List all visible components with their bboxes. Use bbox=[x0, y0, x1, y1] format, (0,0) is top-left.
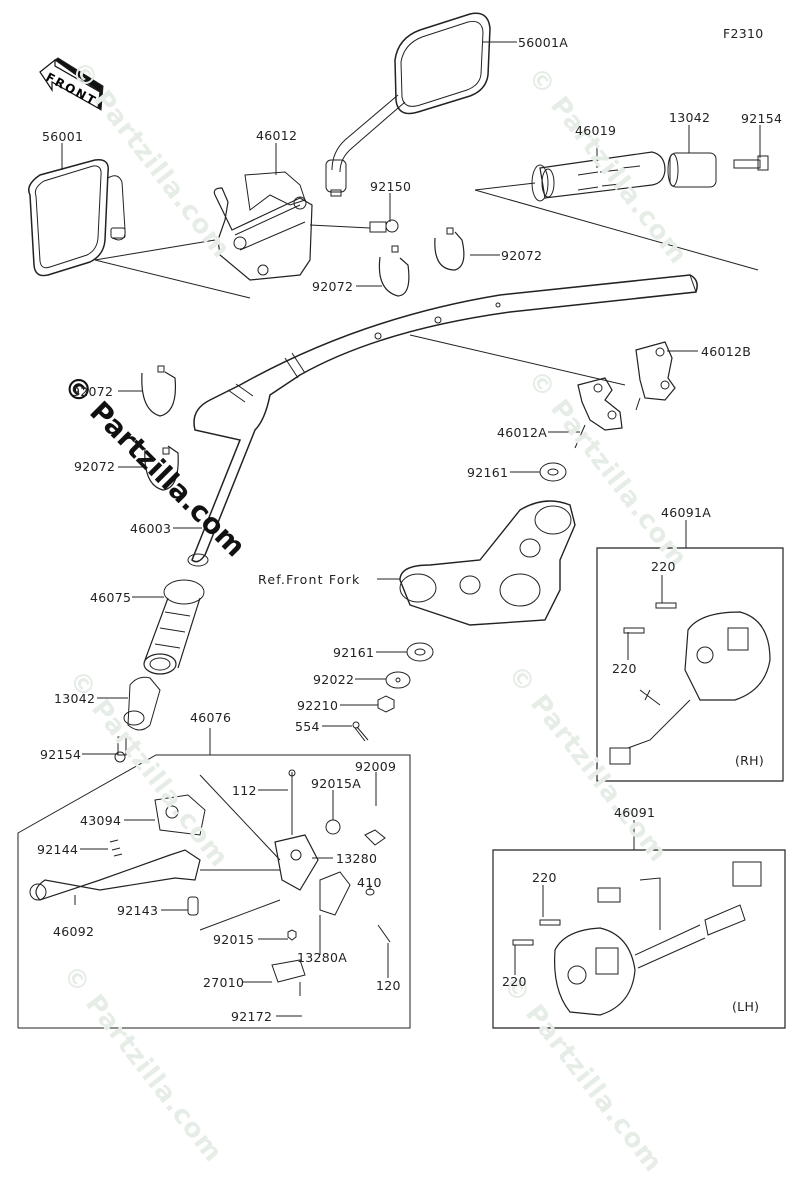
part-label-46092: 46092 bbox=[53, 924, 95, 939]
part-label-43094: 43094 bbox=[80, 813, 122, 828]
part-label-410: 410 bbox=[357, 875, 382, 890]
part-label-92015A: 92015A bbox=[311, 776, 362, 791]
part-label-56001: 56001 bbox=[42, 129, 84, 144]
part-label-46076: 46076 bbox=[190, 710, 232, 725]
part-label-13280A: 13280A bbox=[297, 950, 348, 965]
part-label-13042-top: 13042 bbox=[669, 110, 711, 125]
part-label-92144: 92144 bbox=[37, 842, 79, 857]
part-label-92022: 92022 bbox=[313, 672, 355, 687]
parts-diagram bbox=[0, 0, 800, 1033]
side-label-lh: (LH) bbox=[732, 999, 760, 1014]
part-label-112: 112 bbox=[232, 783, 257, 798]
bar-end-weight-bottom bbox=[124, 677, 160, 730]
nut-92210 bbox=[378, 696, 394, 712]
right-grip bbox=[532, 152, 665, 201]
part-label-92161: 92161 bbox=[467, 465, 509, 480]
part-label-554: 554 bbox=[295, 719, 320, 734]
part-label-92154-top: 92154 bbox=[741, 111, 783, 126]
leader-lines bbox=[62, 42, 760, 1016]
part-label-220: 220 bbox=[651, 559, 676, 574]
screw-92150 bbox=[370, 220, 398, 232]
part-label-92161: 92161 bbox=[333, 645, 375, 660]
left-grip bbox=[144, 580, 204, 674]
figure-id: F2310 bbox=[723, 26, 764, 41]
bar-end-weight-top bbox=[668, 153, 716, 187]
upper-triple-clamp bbox=[400, 501, 575, 625]
part-label-92210: 92210 bbox=[297, 698, 339, 713]
part-label-13042: 13042 bbox=[54, 691, 96, 706]
part-label-92172: 92172 bbox=[231, 1009, 273, 1024]
part-label-46012: 46012 bbox=[256, 128, 298, 143]
part-label-46019: 46019 bbox=[575, 123, 617, 138]
washer-92161-top bbox=[540, 463, 566, 481]
switch-bracket bbox=[214, 172, 312, 280]
washer-92161-bottom bbox=[407, 643, 433, 661]
part-label-13280: 13280 bbox=[336, 851, 378, 866]
part-label-46091: 46091 bbox=[614, 805, 656, 820]
side-label-rh: (RH) bbox=[735, 753, 765, 768]
part-label-120: 120 bbox=[376, 978, 401, 993]
part-label-92072: 92072 bbox=[312, 279, 354, 294]
cotter-pin-554 bbox=[353, 722, 368, 741]
bar-end-bolt-bottom bbox=[115, 737, 126, 762]
part-label-92009: 92009 bbox=[355, 759, 397, 774]
part-label-46075: 46075 bbox=[90, 590, 132, 605]
right-mirror bbox=[326, 13, 490, 196]
handlebar-holder-lower bbox=[575, 378, 622, 448]
part-label-46012A: 46012A bbox=[497, 425, 548, 440]
part-label-92072: 92072 bbox=[501, 248, 543, 263]
part-label-220: 220 bbox=[502, 974, 527, 989]
left-mirror bbox=[29, 160, 125, 276]
lever-assembly-box bbox=[18, 728, 410, 1028]
rh-switch-box bbox=[597, 520, 783, 781]
part-label-92072: 92072 bbox=[72, 384, 114, 399]
part-label-92150: 92150 bbox=[370, 179, 412, 194]
part-label-220: 220 bbox=[532, 870, 557, 885]
part-label-92143: 92143 bbox=[117, 903, 159, 918]
part-label-92072: 92072 bbox=[74, 459, 116, 474]
part-label-92154: 92154 bbox=[40, 747, 82, 762]
bar-end-bolt-top bbox=[734, 156, 768, 170]
part-label-56001A: 56001A bbox=[518, 35, 569, 50]
part-label-92015: 92015 bbox=[213, 932, 255, 947]
reference-front-fork: Ref.Front Fork bbox=[258, 572, 361, 587]
handlebar-holder-upper bbox=[636, 342, 675, 410]
band-clamps bbox=[142, 228, 464, 490]
lh-switch-box bbox=[493, 820, 785, 1028]
part-label-46012B: 46012B bbox=[701, 344, 752, 359]
part-label-46003: 46003 bbox=[130, 521, 172, 536]
part-label-220: 220 bbox=[612, 661, 637, 676]
washer-92022 bbox=[386, 672, 410, 688]
part-label-27010: 27010 bbox=[203, 975, 245, 990]
part-label-46091A: 46091A bbox=[661, 505, 712, 520]
handlebar bbox=[188, 275, 697, 566]
front-arrow-icon bbox=[40, 58, 103, 110]
